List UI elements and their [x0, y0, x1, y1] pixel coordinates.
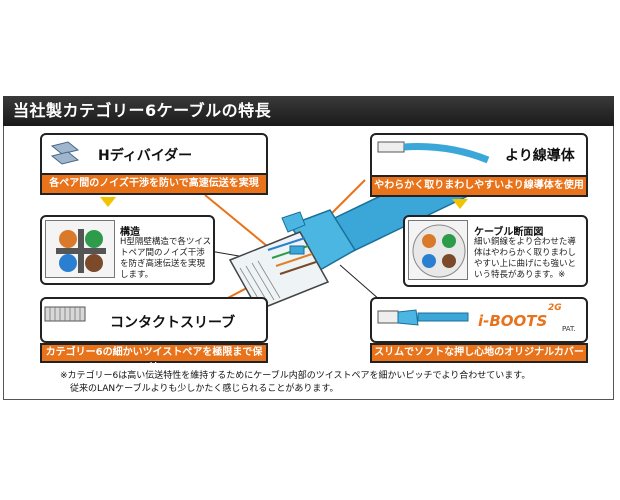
iboots-logo: i-BOOTS	[478, 312, 548, 330]
footnote-line-2: 従来のLANケーブルよりも少しかたく感じられることがあります。	[70, 384, 339, 394]
cable-section-text: 細い銅線をより合わせた導体はやわらかく取りまわしやすい上に曲げにも強いという特長…	[474, 237, 577, 280]
down-arrow-icon	[100, 197, 116, 207]
footnote-line-1: ※カテゴリー6は高い伝送特性を維持するためにケーブル内部のツイストペアを細かいピ…	[60, 371, 531, 381]
page-title: 当社製カテゴリー6ケーブルの特長	[3, 96, 614, 126]
cable-cross-section-photo	[45, 220, 115, 278]
h-divider-icon	[50, 141, 80, 165]
iboots-logo-sup: 2G	[548, 303, 562, 313]
iboots-plug-icon	[377, 309, 469, 326]
h-divider-description: 各ペア間のノイズ干渉を防いで高速伝送を実現	[40, 173, 268, 195]
contact-sleeve-title: コンタクトスリーブ	[110, 315, 236, 331]
stranded-conductor-title: より線導体	[505, 148, 575, 164]
structure-title: 構造	[120, 227, 140, 238]
iboots-pat-mark: PAT.	[562, 325, 576, 333]
contact-sleeve-icon	[44, 306, 86, 322]
iboots-description: スリムでソフトな押し心地のオリジナルカバー	[370, 343, 588, 363]
down-arrow-icon	[452, 199, 468, 209]
contact-sleeve-description: カテゴリー6の細かいツイストペアを極限まで保持	[40, 343, 268, 374]
stranded-conductor-description: やわらかく取りまわしやすいより線導体を使用	[370, 175, 588, 197]
cable-section-title: ケーブル断面図	[474, 227, 544, 238]
structure-text: H型隔壁構造で各ツイストペア間のノイズ干渉を防ぎ高速伝送を実現します。	[120, 237, 212, 280]
h-divider-title: Hディバイダー	[98, 148, 193, 164]
stranded-conductor-icon	[377, 141, 490, 164]
cable-section-photo	[408, 220, 468, 280]
